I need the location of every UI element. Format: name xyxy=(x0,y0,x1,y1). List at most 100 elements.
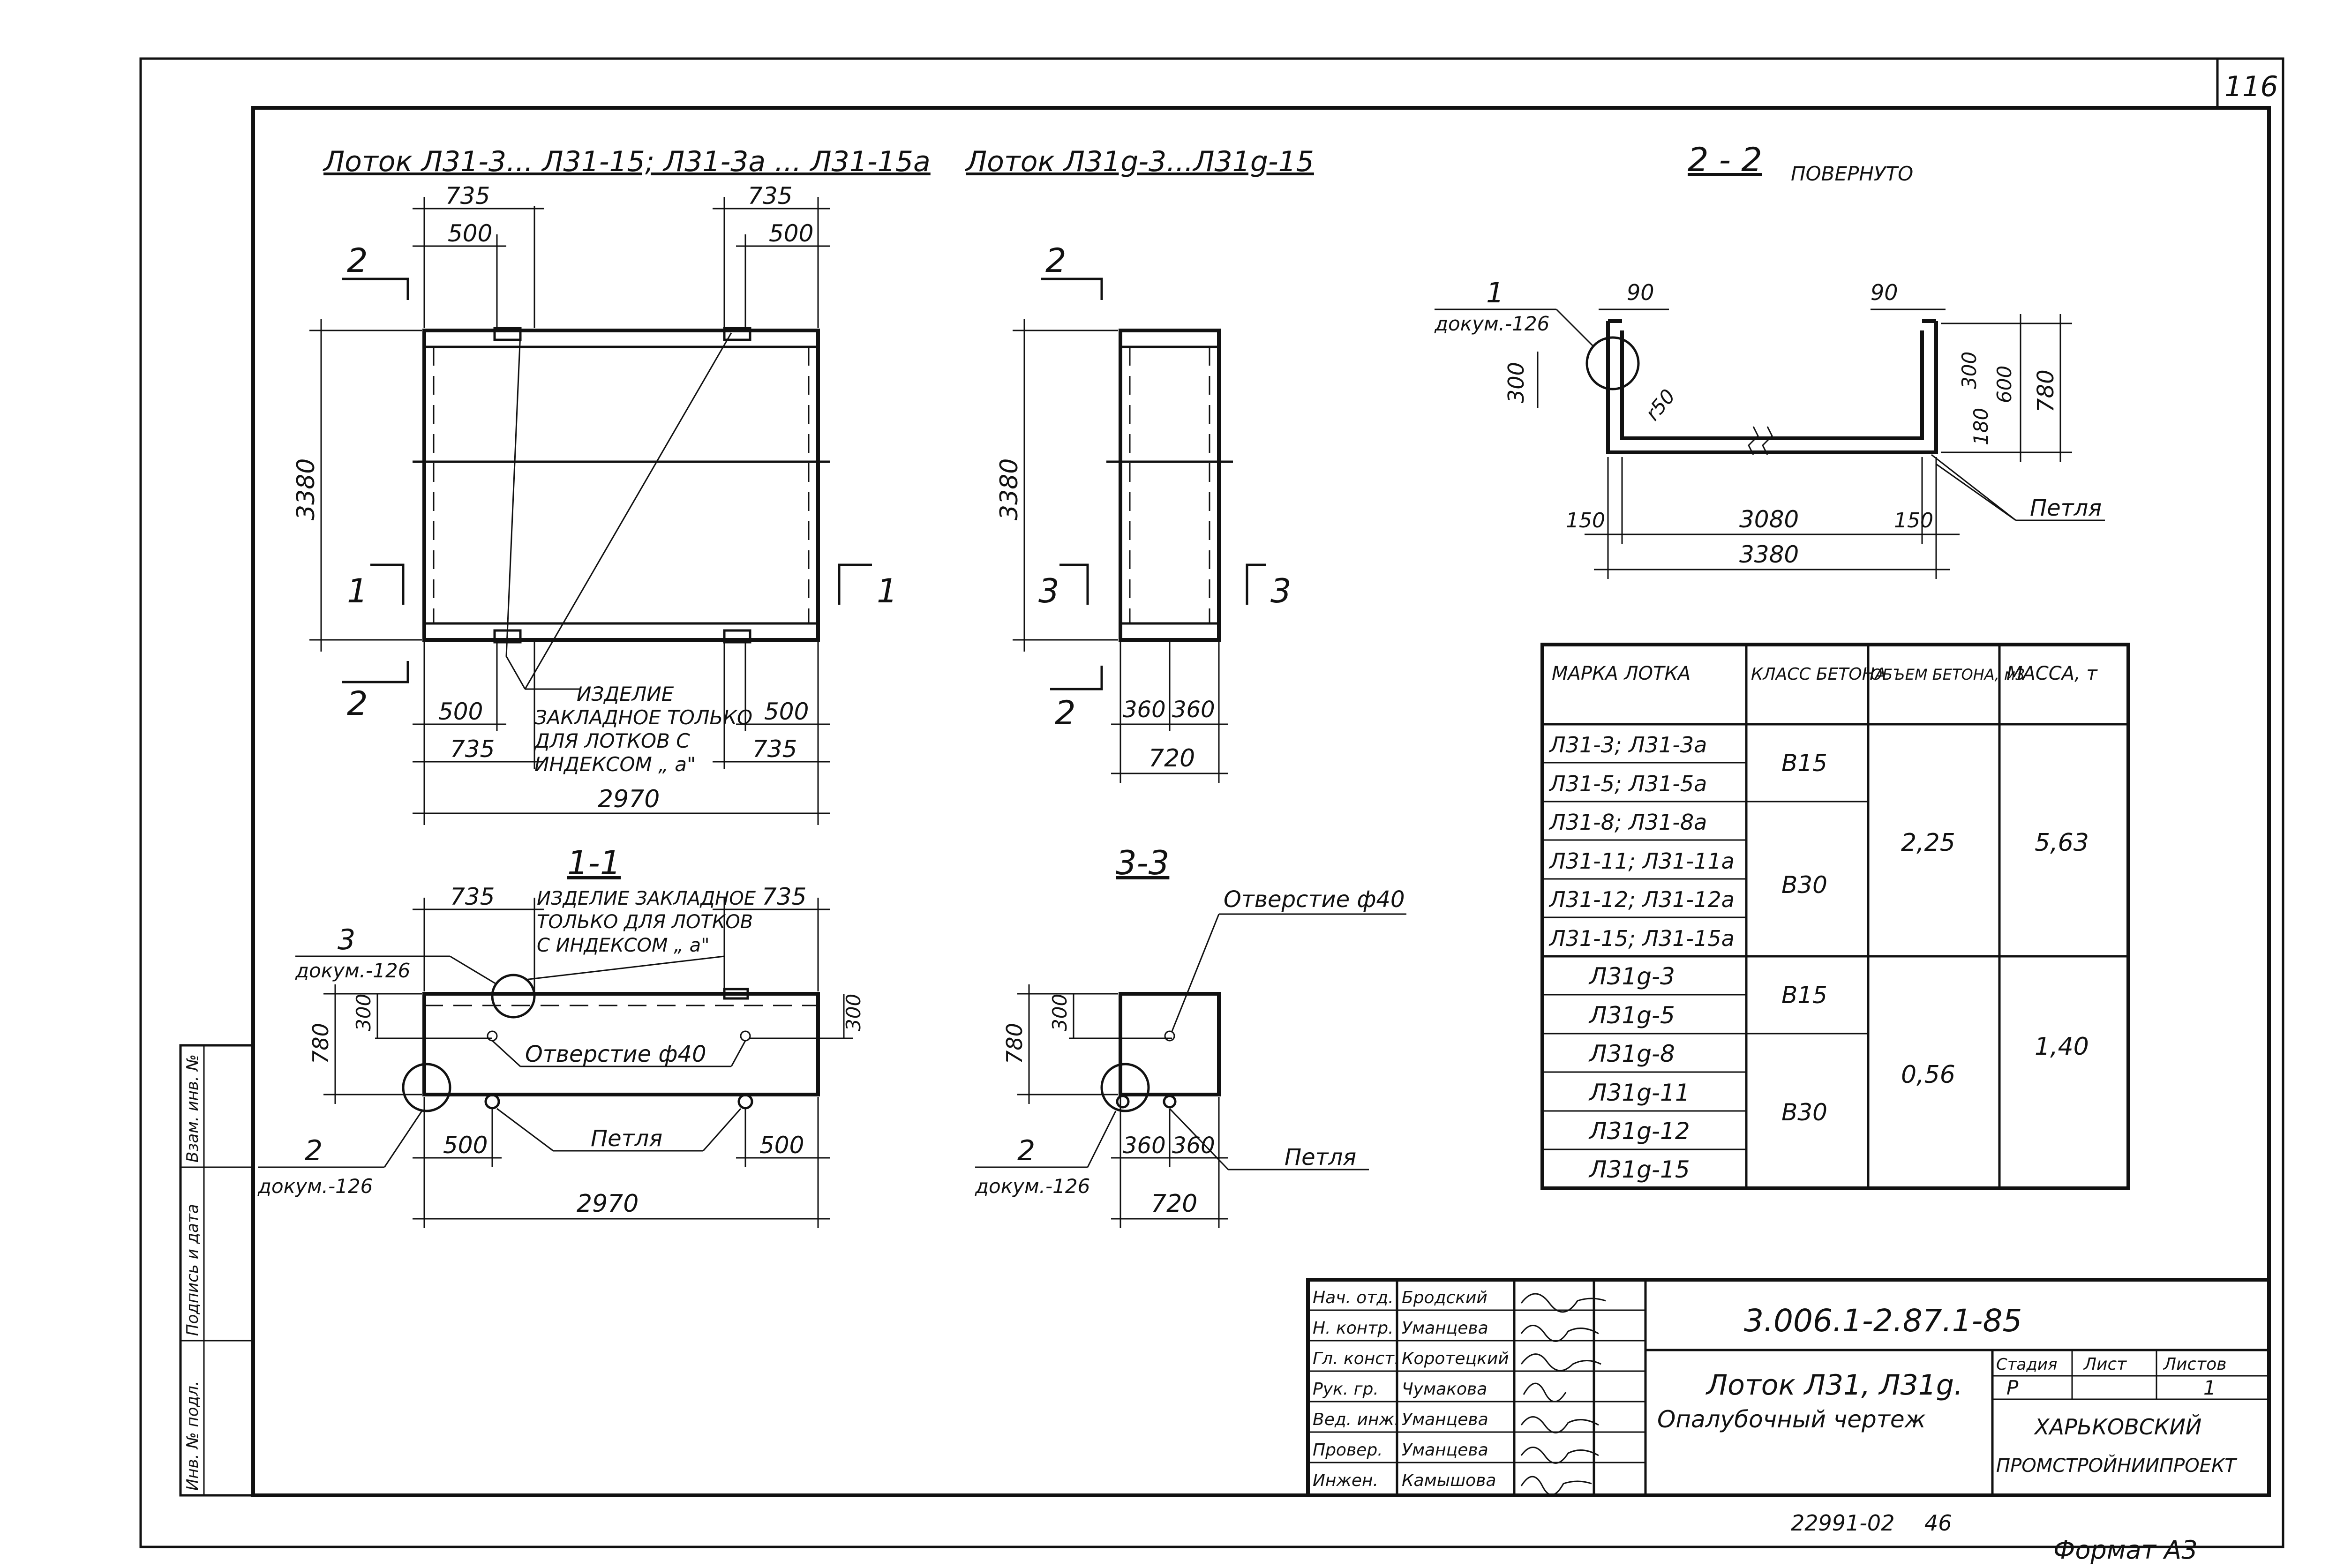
signature-scribbles xyxy=(1520,1293,1606,1496)
spec-header-volume: ОБЪЕМ БЕТОНА, м3 xyxy=(1871,666,2025,683)
tb-role-4: Рук. гр. xyxy=(1313,1380,1379,1399)
va-dim-bot-left-inner: 500 xyxy=(438,698,483,725)
stamp-inv-label: Инв. № подл. xyxy=(183,1380,202,1491)
va-cut2-bottom: 2 xyxy=(347,684,368,723)
va-note-3: ДЛЯ ЛОТКОВ С xyxy=(533,729,690,752)
sec1-dim-300-left: 300 xyxy=(352,994,375,1031)
inner-frame xyxy=(251,106,2271,1497)
spec-class-4: В30 xyxy=(1781,1099,1827,1126)
spec-mark-7: Л31g-3 xyxy=(1588,963,1675,990)
va-dim-bot-left-outer: 735 xyxy=(450,735,495,763)
tb-name-4: Чумакова xyxy=(1402,1380,1487,1399)
spec-header-mark: МАРКА ЛОТКА xyxy=(1552,663,1690,684)
sec1-dim-735-right: 735 xyxy=(762,883,806,910)
sec1-note-3: С ИНДЕКСОМ „ а" xyxy=(537,935,710,956)
vc-dim-300-right: 300 xyxy=(1958,352,1981,389)
sheet-number: 116 xyxy=(2224,70,2278,103)
spec-mark-11: Л31g-12 xyxy=(1588,1118,1690,1145)
sec3-dim-half-right: 360 xyxy=(1172,1133,1215,1159)
vb-cut2-bottom: 2 xyxy=(1055,694,1076,732)
sec3-title: 3-3 xyxy=(1116,844,1169,882)
tb-doc-code: 3.006.1-2.87.1-85 xyxy=(1744,1303,2022,1339)
vb-cut2-top: 2 xyxy=(1045,241,1067,280)
view-b-title: Лоток Л31g-3...Л31g-15 xyxy=(965,145,1314,178)
tb-sheets-value: 1 xyxy=(2203,1376,2216,1399)
section-1-1: 1-1 735 735 ИЗДЕЛИЕ ЗАКЛАДНОЕ ТОЛЬКО ДЛЯ… xyxy=(257,844,865,1228)
spec-mark-10: Л31g-11 xyxy=(1588,1079,1690,1106)
spec-mass-1: 5,63 xyxy=(2035,829,2089,857)
sec1-callout2-doc: докум.-126 xyxy=(257,1175,373,1198)
va-dim-top-right-inner: 500 xyxy=(769,220,813,247)
sec3-dim-780: 780 xyxy=(1002,1023,1027,1064)
spec-mark-3: Л31-8; Л31-8а xyxy=(1548,810,1707,835)
spec-mark-9: Л31g-8 xyxy=(1588,1040,1675,1067)
spec-volume-1: 2,25 xyxy=(1901,829,1955,857)
vb-dim-height: 3380 xyxy=(995,458,1023,520)
sec1-hole-label: Отверстие ф40 xyxy=(525,1041,706,1067)
va-cut1-right: 1 xyxy=(877,572,898,610)
tb-name-5: Уманцева xyxy=(1402,1410,1488,1429)
tb-stage-value: Р xyxy=(2006,1376,2019,1399)
view-a-title: Лоток Л31-3... Л31-15; Л31-3а ... Л31-15… xyxy=(323,145,931,178)
tb-role-5: Вед. инж. xyxy=(1313,1410,1399,1429)
tb-role-6: Провер. xyxy=(1313,1440,1383,1460)
tb-name-2: Уманцева xyxy=(1402,1319,1488,1338)
sec1-note-1: ИЗДЕЛИЕ ЗАКЛАДНОЕ xyxy=(537,888,756,909)
view-c-title: 2 - 2 xyxy=(1688,141,1762,179)
vc-dim-90-right: 90 xyxy=(1871,280,1898,305)
sec1-dim-500-left: 500 xyxy=(443,1132,488,1159)
vc-dim-150-left: 150 xyxy=(1566,509,1605,533)
tb-org-1: ХАРЬКОВСКИЙ xyxy=(2034,1414,2201,1440)
spec-volume-2: 0,56 xyxy=(1901,1061,1955,1089)
sec3-dim-total: 720 xyxy=(1151,1190,1197,1218)
sec3-dim-300: 300 xyxy=(1048,994,1071,1031)
va-dim-top-left-outer: 735 xyxy=(445,182,490,210)
tb-title-2: Опалубочный чертеж xyxy=(1657,1406,1926,1433)
spec-mark-12: Л31g-15 xyxy=(1588,1156,1690,1183)
spec-header-mass: МАССА, т xyxy=(2006,663,2098,684)
tb-name-1: Бродский xyxy=(1402,1288,1488,1307)
spec-mark-8: Л31g-5 xyxy=(1588,1002,1675,1029)
spec-header-class: КЛАСС БЕТОНА xyxy=(1751,665,1886,684)
title-block: Нач. отд. Бродский Н. контр. Уманцева Гл… xyxy=(1306,1278,2271,1497)
va-dim-bot-right-outer: 735 xyxy=(752,735,797,763)
outer-frame xyxy=(139,57,2284,1548)
view-c-note: ПОВЕРНУТО xyxy=(1791,162,1913,185)
footer-format: Формат А3 xyxy=(2053,1535,2198,1565)
vc-dim-inner: 3080 xyxy=(1739,506,1799,533)
va-dim-height: 3380 xyxy=(292,458,320,520)
vb-dim-half-right: 360 xyxy=(1172,697,1215,723)
sec3-callout2-num: 2 xyxy=(1017,1134,1035,1167)
sec1-dim-780: 780 xyxy=(308,1023,333,1064)
vc-callout-num: 1 xyxy=(1486,277,1504,309)
sec3-callout2-doc: докум.-126 xyxy=(975,1175,1090,1198)
sec1-title: 1-1 xyxy=(567,844,621,882)
va-dim-top-left-inner: 500 xyxy=(448,220,492,247)
va-dim-bot-right-inner: 500 xyxy=(764,698,809,725)
tb-sheets-label: Листов xyxy=(2163,1355,2226,1374)
tb-name-7: Камышова xyxy=(1402,1471,1496,1490)
vb-dim-half-left: 360 xyxy=(1123,697,1166,723)
tb-stage-label: Стадия xyxy=(1996,1355,2057,1374)
vc-dim-600: 600 xyxy=(1993,366,2016,403)
sec3-loop-label: Петля xyxy=(1285,1144,1356,1170)
va-note-2: ЗАКЛАДНОЕ ТОЛЬКО xyxy=(534,706,752,729)
footer-archive: 22991-02 xyxy=(1791,1510,1894,1536)
spec-class-2: В30 xyxy=(1781,871,1827,899)
view-b-plan: Лоток Л31g-3...Л31g-15 3380 2 2 3 3 360 … xyxy=(965,145,1314,783)
vc-dim-300-left: 300 xyxy=(1503,362,1529,403)
sec1-dim-300-right: 300 xyxy=(842,994,865,1031)
sec1-dim-735-left: 735 xyxy=(450,883,495,910)
tb-title-1: Лоток Л31, Л31g. xyxy=(1705,1369,1963,1402)
spec-mass-2: 1,40 xyxy=(2035,1033,2089,1061)
sec1-dim-500-right: 500 xyxy=(759,1132,804,1159)
tb-role-2: Н. контр. xyxy=(1313,1319,1394,1338)
tb-role-3: Гл. конст. xyxy=(1313,1349,1399,1368)
tb-role-7: Инжен. xyxy=(1313,1471,1378,1490)
stamp-replace-label: Взам. инв. № xyxy=(183,1054,202,1163)
spec-mark-4: Л31-11; Л31-11а xyxy=(1548,848,1735,874)
footer-page: 46 xyxy=(1924,1510,1952,1536)
sec3-dim-half-left: 360 xyxy=(1123,1133,1166,1159)
spec-table: МАРКА ЛОТКА КЛАСС БЕТОНА ОБЪЕМ БЕТОНА, м… xyxy=(1540,643,2130,1190)
